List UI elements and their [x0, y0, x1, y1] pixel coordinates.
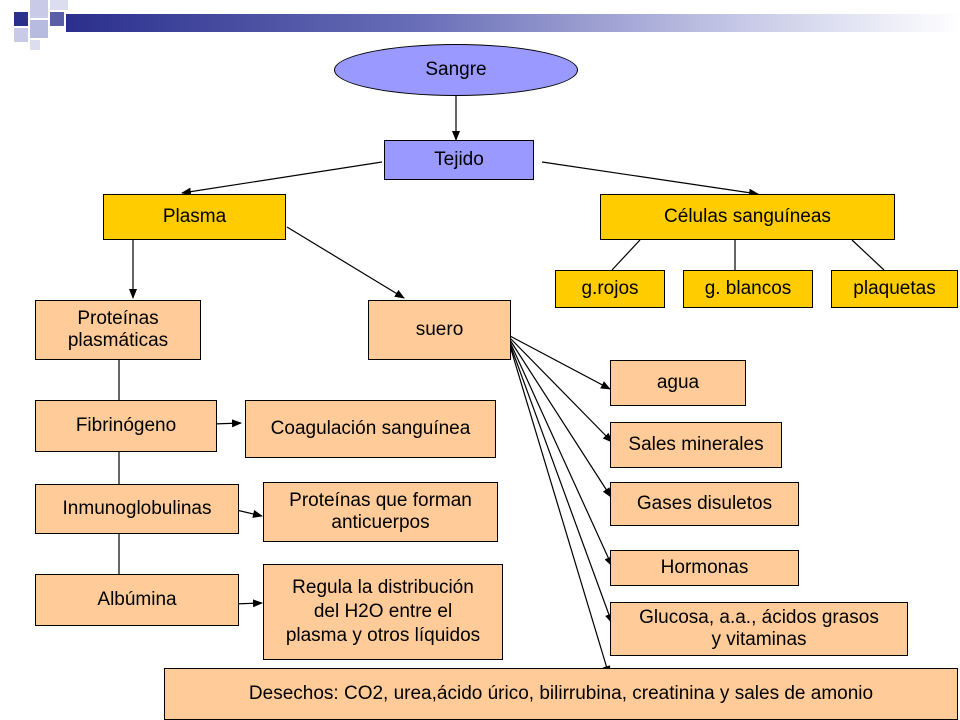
node-sales-minerales: Sales minerales: [610, 422, 782, 468]
decor-square-light: [30, 40, 40, 50]
node-fibrinogeno: Fibrinógeno: [35, 400, 217, 452]
arrow-fibrinogeno-coagulacion: [212, 419, 242, 428]
header-gradient-bar: [66, 14, 960, 32]
decor-square-light: [50, 0, 68, 10]
node-g-blancos: g. blancos: [683, 270, 813, 308]
arrow-suero-glucosa: [509, 343, 613, 624]
node-suero: suero: [368, 300, 511, 360]
node-hormonas: Hormonas: [610, 550, 799, 586]
line-celulas-rojos: [611, 239, 641, 271]
node-g-rojos: g.rojos: [555, 270, 665, 308]
decor-square-light: [30, 20, 48, 38]
decor-square-light: [14, 28, 28, 42]
decor-square-dark: [14, 12, 28, 26]
node-coagulacion: Coagulación sanguínea: [245, 400, 496, 458]
arrow-tejido-celulas: [541, 161, 759, 197]
decor-square-mid: [50, 12, 64, 26]
arrow-suero-sales: [509, 337, 613, 443]
node-sangre: Sangre: [334, 44, 578, 96]
node-agua: agua: [610, 360, 746, 406]
line-celulas-plaquetas: [851, 239, 885, 271]
node-gases: Gases disuletos: [610, 482, 799, 526]
node-celulas: Células sanguíneas: [600, 194, 895, 240]
node-plasma: Plasma: [103, 194, 286, 240]
node-plaquetas: plaquetas: [831, 270, 958, 308]
arrow-suero-hormonas: [509, 341, 613, 567]
arrow-plasma-suero: [286, 226, 405, 299]
arrow-suero-agua: [509, 335, 611, 390]
node-glucosa: Glucosa, a.a., ácidos grasos y vitaminas: [610, 602, 908, 656]
arrow-suero-desechos: [509, 345, 611, 676]
decor-square-light: [30, 0, 48, 18]
arrow-tejido-plasma: [181, 161, 383, 196]
node-inmunoglobulinas: Inmunoglobulinas: [35, 484, 239, 534]
node-tejido: Tejido: [384, 140, 534, 180]
node-anticuerpos: Proteínas que forman anticuerpos: [263, 482, 498, 542]
arrow-suero-gases: [509, 339, 612, 498]
node-proteinas-plasmaticas: Proteínas plasmáticas: [35, 300, 201, 360]
node-desechos: Desechos: CO2, urea,ácido úrico, bilirru…: [164, 668, 958, 720]
node-regula: Regula la distribución del H2O entre el …: [263, 564, 503, 660]
node-albumina: Albúmina: [35, 574, 239, 626]
